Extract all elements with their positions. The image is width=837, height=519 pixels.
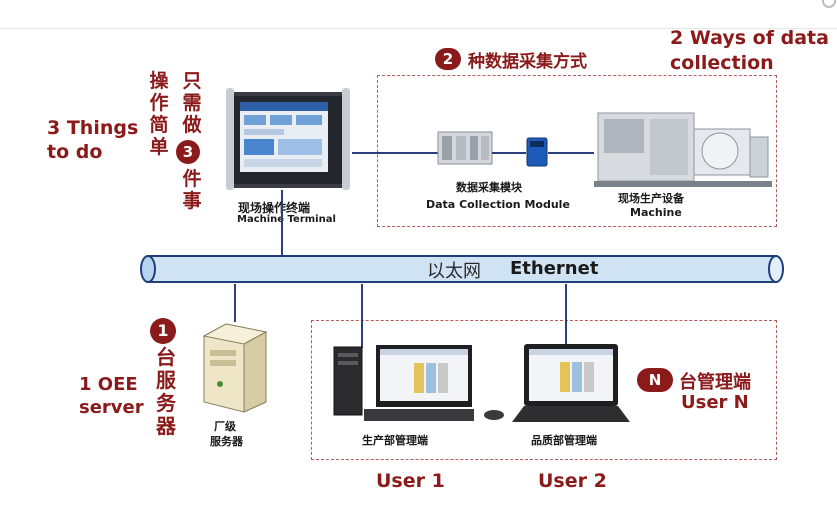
module-en-label: Data Collection Module xyxy=(426,198,570,211)
desktop-pc-icon xyxy=(333,345,504,421)
user-1-label: User 1 xyxy=(376,470,445,492)
badge-2: 2 xyxy=(435,48,461,70)
badge-n: N xyxy=(637,368,673,392)
three-things-en-line1: 3 Things xyxy=(47,117,139,139)
laptop-caption: 品质部管理端 xyxy=(531,434,597,447)
ethernet-cn-label: 以太网 xyxy=(427,261,481,282)
manage-cn-label: 台管理端 xyxy=(679,372,751,393)
production-machine-icon xyxy=(594,112,772,187)
laptop-cable xyxy=(565,284,567,348)
server-tower-icon xyxy=(202,323,268,413)
only-need-cn: 只需做 xyxy=(182,70,202,136)
badge-3: 3 xyxy=(176,140,200,164)
sensor-module-icon xyxy=(526,137,548,167)
user-2-label: User 2 xyxy=(538,470,607,492)
ethernet-en-label: Ethernet xyxy=(510,258,599,279)
users-box xyxy=(311,320,777,460)
machine-en-label: Machine xyxy=(630,206,682,219)
laptop-icon xyxy=(512,344,630,422)
methods-en-title-line1: 2 Ways of data xyxy=(670,27,829,49)
terminal-module-cable xyxy=(352,152,438,154)
server-en-line1: 1 OEE xyxy=(79,374,138,395)
machine-cn-label: 现场生产设备 xyxy=(618,192,684,205)
top-divider xyxy=(0,28,837,29)
terminal-en-label: Machine Terminal xyxy=(237,214,336,225)
desktop-caption: 生产部管理端 xyxy=(362,434,428,447)
server-cable xyxy=(234,284,236,322)
methods-en-title-line2: collection xyxy=(670,52,774,74)
plc-module-icon xyxy=(437,131,493,165)
simple-operation-cn: 操作简单 xyxy=(149,70,169,158)
things-cn: 件事 xyxy=(182,168,202,212)
server-caption-line2: 服务器 xyxy=(210,435,243,448)
server-cn-vertical: 台服务器 xyxy=(156,345,176,438)
data-collection-box xyxy=(377,75,777,227)
three-things-en-line2: to do xyxy=(47,141,103,163)
terminal-cn-label: 现场操作终端 xyxy=(238,201,311,215)
desktop-cable xyxy=(361,284,363,348)
methods-cn-title: 种数据采集方式 xyxy=(468,52,587,72)
server-en-line2: server xyxy=(79,397,144,418)
module-cn-label: 数据采集模块 xyxy=(456,181,522,194)
user-n-label: User N xyxy=(681,392,749,413)
corner-circle-icon xyxy=(822,0,836,8)
badge-1: 1 xyxy=(150,318,176,344)
server-caption-line1: 厂级 xyxy=(214,420,236,433)
module-link-cable xyxy=(492,152,526,154)
ethernet-bus xyxy=(140,255,784,283)
terminal-ethernet-cable xyxy=(281,190,283,256)
machine-terminal-icon xyxy=(226,88,350,190)
module-machine-cable xyxy=(548,152,594,154)
